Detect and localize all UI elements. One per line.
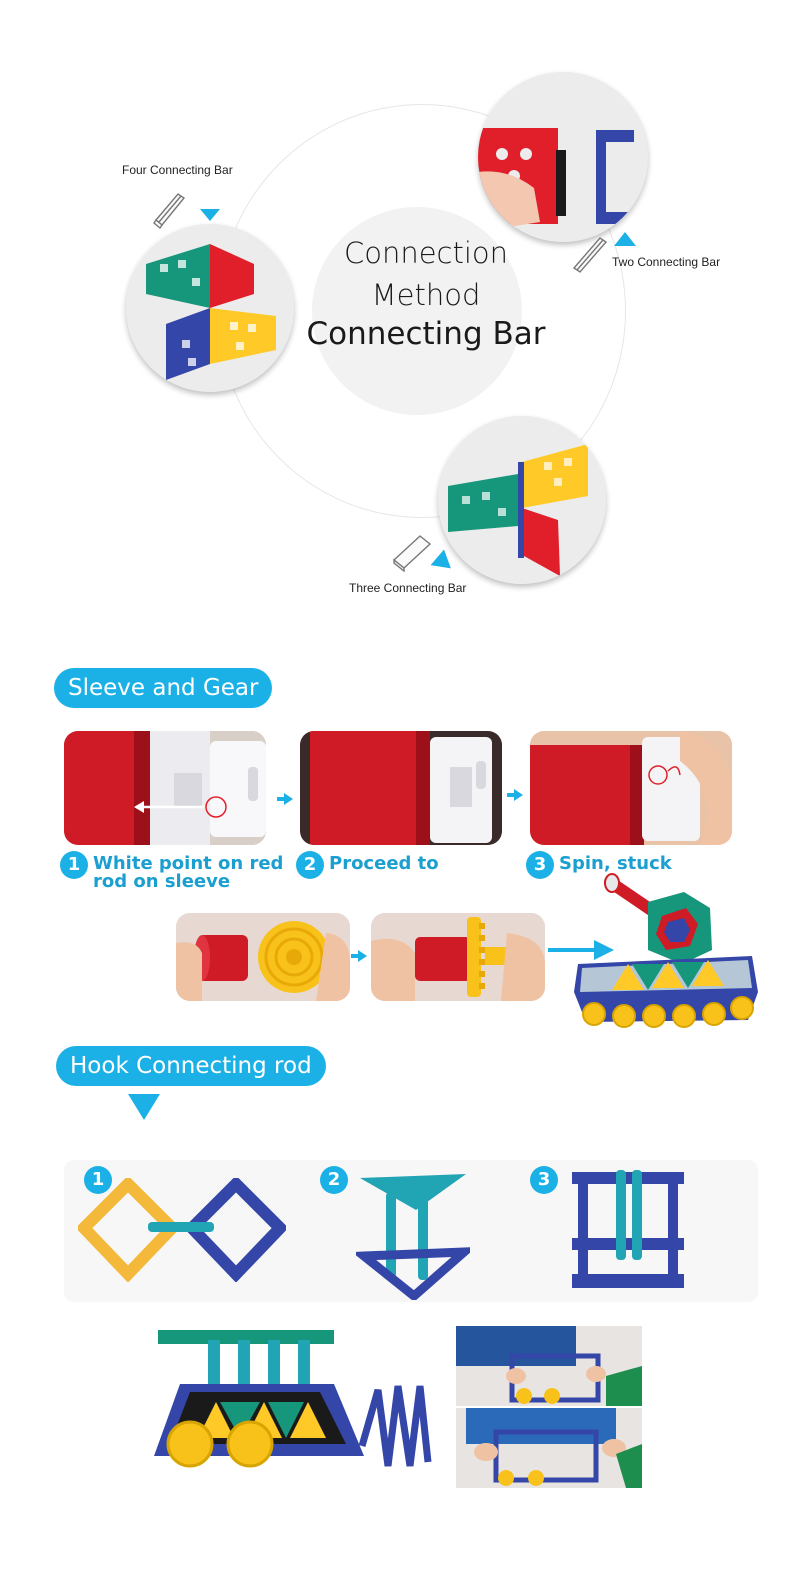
- step-3-badge: 3: [526, 851, 554, 879]
- connection-title: Connection Method Connecting Bar: [300, 232, 552, 354]
- hook-vehicle-image: [150, 1326, 432, 1476]
- three-bar-label: Three Connecting Bar: [349, 581, 467, 595]
- hook-step-2-figure: [356, 1170, 470, 1300]
- four-bar-photo: [126, 224, 294, 392]
- step-1-caption: White point on red rod on sleeve: [93, 855, 283, 891]
- hook-step-3-figure: [568, 1168, 688, 1292]
- four-bar-pointer: [200, 209, 220, 221]
- tank-model-image: [572, 872, 762, 1046]
- step-2-photo: [300, 731, 502, 845]
- step-3-caption: Spin, stuck: [559, 853, 672, 874]
- step-1-badge: 1: [60, 851, 88, 879]
- hook-pointer: [128, 1094, 160, 1120]
- four-bar-label: Four Connecting Bar: [122, 163, 233, 177]
- kids-photo-top: [456, 1326, 642, 1406]
- step-1-photo: [64, 731, 266, 845]
- hook-step-1-badge: 1: [84, 1166, 112, 1194]
- gear-to-tank-arrow: [548, 940, 614, 960]
- gear-photo-1: [176, 913, 350, 1001]
- hook-heading: Hook Connecting rod: [56, 1046, 326, 1086]
- kids-photo-bottom: [456, 1408, 642, 1488]
- center-disc: [312, 207, 522, 415]
- four-bar-icon: [152, 190, 190, 230]
- three-bar-icon: [390, 532, 432, 573]
- step-1-caption-line-1: White point on red: [93, 853, 284, 874]
- step-2-caption: Proceed to: [329, 853, 439, 874]
- two-bar-pointer: [614, 232, 636, 246]
- step-arrow-2: [507, 789, 523, 801]
- two-bar-photo: [478, 72, 648, 242]
- gear-photo-2: [371, 913, 545, 1001]
- title-line-3: Connecting Bar: [306, 316, 546, 352]
- hook-step-3-badge: 3: [530, 1166, 558, 1194]
- three-bar-photo: [438, 416, 606, 584]
- two-bar-label: Two Connecting Bar: [612, 255, 721, 269]
- step-3-photo: [530, 731, 732, 845]
- title-line-1: Connection: [343, 236, 509, 270]
- two-bar-icon: [572, 236, 608, 274]
- hook-step-1-figure: [78, 1178, 286, 1282]
- title-line-2: Method: [371, 278, 481, 312]
- sleeve-gear-heading: Sleeve and Gear: [54, 668, 273, 708]
- hook-step-2-badge: 2: [320, 1166, 348, 1194]
- step-arrow-1: [277, 793, 293, 805]
- step-2-badge: 2: [296, 851, 324, 879]
- gear-arrow-1: [351, 950, 367, 962]
- step-1-caption-line-2: rod on sleeve: [93, 871, 231, 892]
